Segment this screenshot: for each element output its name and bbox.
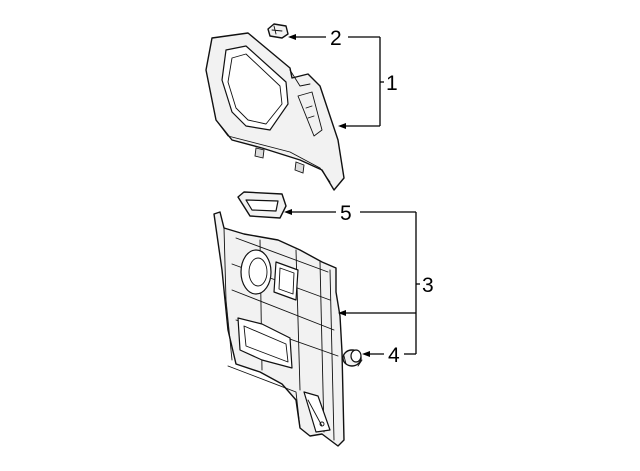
- callout-3: 3: [422, 274, 434, 297]
- lower-trim-panel: [213, 211, 345, 447]
- leader-lines: [284, 34, 420, 357]
- callout-2: 2: [330, 27, 342, 50]
- upper-trim-panel: [205, 32, 345, 191]
- clip-part-2: [267, 23, 289, 39]
- callout-5: 5: [340, 202, 352, 225]
- callout-1: 1: [386, 72, 398, 95]
- retainer-part-4: [342, 349, 363, 367]
- callout-4: 4: [388, 344, 400, 367]
- storage-pocket-part-5: [237, 191, 287, 219]
